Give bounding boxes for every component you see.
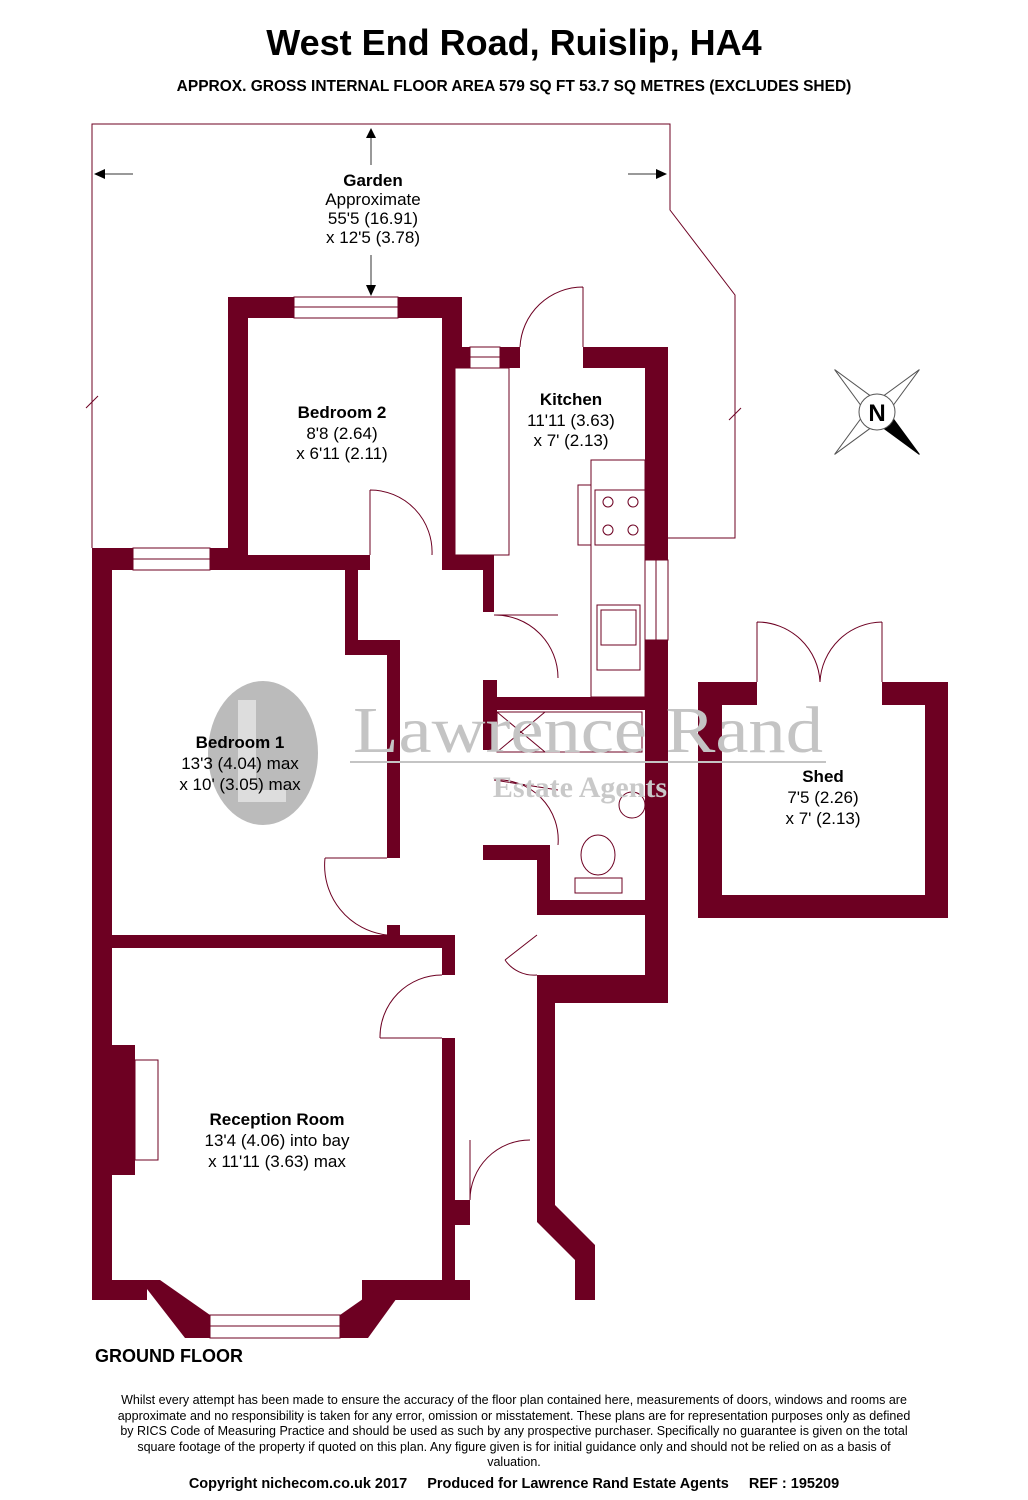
room-dimension: x 10' (3.05) max bbox=[179, 775, 301, 794]
room-name: Reception Room bbox=[209, 1110, 344, 1129]
watermark-logo-letter bbox=[238, 700, 286, 802]
room-dimension: 55'5 (16.91) bbox=[328, 209, 418, 228]
compass-label: N bbox=[868, 400, 885, 427]
room-dimension: Approximate bbox=[325, 190, 420, 209]
room-name: Bedroom 2 bbox=[298, 403, 387, 422]
room-label-garden: Garden Approximate 55'5 (16.91) x 12'5 (… bbox=[325, 171, 420, 247]
floor-label: GROUND FLOOR bbox=[95, 1346, 243, 1366]
room-name: Shed bbox=[802, 767, 844, 786]
reference: REF : 195209 bbox=[748, 1476, 840, 1492]
watermark-rule bbox=[350, 761, 826, 763]
watermark-text-name: Lawrence Rand bbox=[353, 694, 823, 767]
room-dimension: 13'4 (4.06) into bay bbox=[204, 1131, 350, 1150]
room-dimension: 13'3 (4.04) max bbox=[181, 754, 299, 773]
room-name: Garden bbox=[343, 171, 403, 190]
watermark-text-sub: Estate Agents bbox=[493, 771, 667, 804]
room-dimension: x 7' (2.13) bbox=[533, 431, 608, 450]
garden-outline bbox=[85, 123, 742, 548]
room-label-reception: Reception Room 13'4 (4.06) into bay x 11… bbox=[204, 1110, 350, 1171]
room-dimension: 11'11 (3.63) bbox=[527, 411, 615, 430]
room-dimension: 7'5 (2.26) bbox=[787, 788, 858, 807]
windows-and-fittings bbox=[132, 286, 883, 1339]
disclaimer: Whilst every attempt has been made to en… bbox=[117, 1393, 911, 1469]
room-name: Bedroom 1 bbox=[196, 733, 285, 752]
room-dimension: 8'8 (2.64) bbox=[306, 424, 377, 443]
north-compass-icon: N bbox=[834, 369, 920, 455]
room-dimension: x 6'11 (2.11) bbox=[296, 444, 387, 463]
walls bbox=[92, 297, 948, 1338]
room-name: Kitchen bbox=[540, 390, 602, 409]
room-dimension: x 11'11 (3.63) max bbox=[208, 1152, 346, 1171]
footer-credits: Copyright nichecom.co.uk 2017 Produced f… bbox=[0, 1476, 1028, 1492]
room-label-kitchen: Kitchen 11'11 (3.63) x 7' (2.13) bbox=[527, 390, 615, 450]
floor-area-subtitle: APPROX. GROSS INTERNAL FLOOR AREA 579 SQ… bbox=[176, 78, 852, 95]
watermark-logo-circle bbox=[208, 681, 318, 825]
copyright: Copyright nichecom.co.uk 2017 bbox=[188, 1476, 408, 1492]
room-dimension: x 12'5 (3.78) bbox=[326, 228, 420, 247]
room-label-shed: Shed 7'5 (2.26) x 7' (2.13) bbox=[785, 767, 860, 828]
page-title: West End Road, Ruislip, HA4 bbox=[266, 22, 762, 63]
watermark: Lawrence Rand Estate Agents bbox=[208, 681, 826, 825]
room-label-bedroom-1: Bedroom 1 13'3 (4.04) max x 10' (3.05) m… bbox=[179, 733, 301, 794]
room-dimension: x 7' (2.13) bbox=[785, 809, 860, 828]
room-label-bedroom-2: Bedroom 2 8'8 (2.64) x 6'11 (2.11) bbox=[296, 403, 387, 463]
produced-for: Produced for Lawrence Rand Estate Agents bbox=[427, 1476, 729, 1492]
